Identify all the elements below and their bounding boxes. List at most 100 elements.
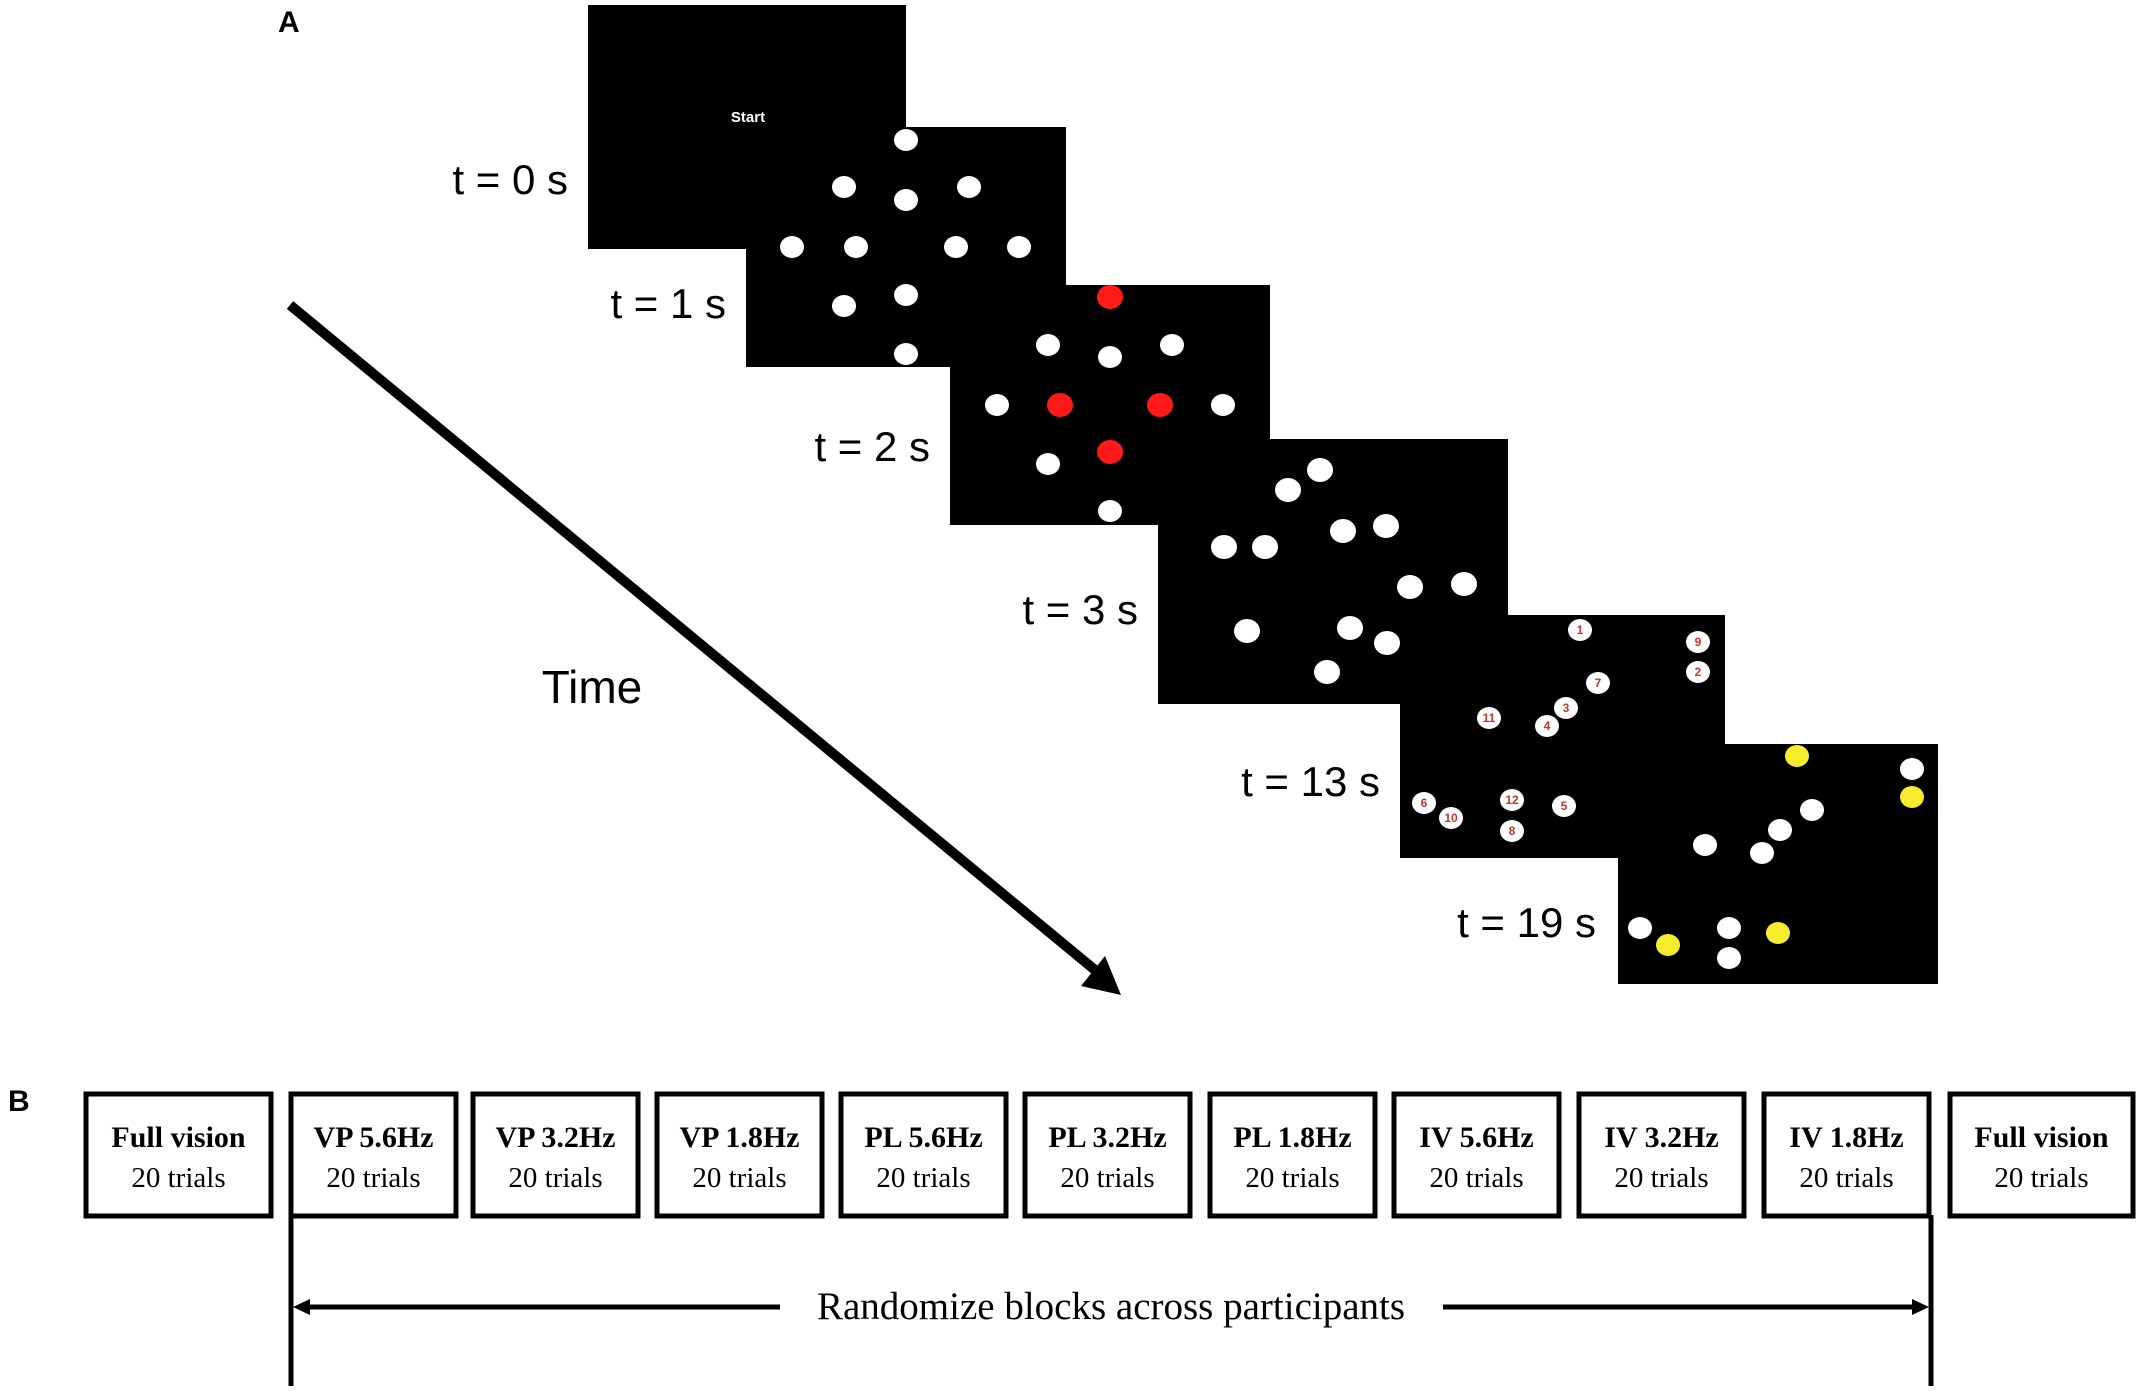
time-label: Time <box>542 661 643 713</box>
numbered-dot <box>1686 661 1710 683</box>
time-arrow: Time <box>286 301 1121 995</box>
block-10: Full vision 20 trials <box>1947 1091 2136 1219</box>
dot <box>832 295 856 317</box>
dot-number: 10 <box>1444 811 1458 825</box>
numbered-dot <box>1500 789 1524 811</box>
block-title: IV 3.2Hz <box>1604 1121 1718 1154</box>
bracket-arrowhead-left <box>293 1299 310 1315</box>
block-box <box>1576 1091 1747 1219</box>
dot-number: 12 <box>1505 793 1519 807</box>
dot-number: 2 <box>1695 665 1702 679</box>
dot <box>1098 500 1122 522</box>
time-arrow-head <box>1081 956 1121 995</box>
block-trials: 20 trials <box>1614 1162 1708 1194</box>
frame-t19: t = 19 s <box>1457 744 1938 984</box>
block-8: IV 3.2Hz 20 trials <box>1576 1091 1747 1219</box>
dot-number: 4 <box>1544 719 1551 733</box>
dot-number: 7 <box>1595 676 1602 690</box>
block-box <box>1022 1091 1193 1219</box>
dot <box>1234 619 1260 643</box>
dot <box>1337 616 1363 640</box>
numbered-dot <box>1554 697 1578 719</box>
block-title: PL 3.2Hz <box>1048 1121 1166 1154</box>
block-title: VP 5.6Hz <box>314 1121 434 1154</box>
dot <box>1900 758 1924 780</box>
block-trials: 20 trials <box>131 1162 225 1194</box>
selected-dot <box>1656 934 1680 956</box>
block-9: IV 1.8Hz 20 trials <box>1761 1091 1932 1219</box>
frame-label-t3: t = 3 s <box>1022 586 1138 633</box>
target-dot <box>1097 440 1123 464</box>
dot <box>944 236 968 258</box>
block-box <box>654 1091 825 1219</box>
frame-t1: t = 1 s <box>610 127 1066 367</box>
block-box <box>470 1091 641 1219</box>
dot <box>957 176 981 198</box>
randomize-label: Randomize blocks across participants <box>817 1285 1405 1328</box>
dot-number: 3 <box>1563 701 1570 715</box>
panel-b-label: B <box>8 1085 30 1118</box>
dot <box>1036 334 1060 356</box>
frame-label-t0: t = 0 s <box>452 156 568 203</box>
numbered-dot <box>1477 707 1501 729</box>
dot <box>1160 334 1184 356</box>
block-title: Full vision <box>111 1121 246 1154</box>
dot <box>1373 514 1399 538</box>
block-trials: 20 trials <box>1799 1162 1893 1194</box>
frame-label-t19: t = 19 s <box>1457 899 1596 946</box>
numbered-dot <box>1412 792 1436 814</box>
block-trials: 20 trials <box>326 1162 420 1194</box>
frame-t13: 1 9 2 7 3 11 4 6 10 12 5 8 t = 13 s <box>1241 615 1725 858</box>
dot <box>1211 535 1237 559</box>
dot <box>894 129 918 151</box>
dot <box>1800 799 1824 821</box>
dot <box>1252 535 1278 559</box>
dot <box>1211 394 1235 416</box>
block-trials: 20 trials <box>876 1162 970 1194</box>
dot <box>894 284 918 306</box>
frame-label-t13: t = 13 s <box>1241 758 1380 805</box>
dot-number: 11 <box>1483 711 1496 725</box>
target-dot <box>1097 285 1123 309</box>
numbered-dot <box>1686 631 1710 653</box>
time-arrow-shaft <box>286 301 1099 974</box>
target-dot <box>1147 393 1173 417</box>
block-sequence: Full vision 20 trials VP 5.6Hz 20 trials VP … <box>83 1091 2136 1219</box>
dot <box>1628 917 1652 939</box>
dot <box>780 236 804 258</box>
numbered-dot <box>1568 619 1592 641</box>
numbered-dot <box>1552 795 1576 817</box>
selected-dot <box>1785 745 1809 767</box>
block-box <box>1391 1091 1562 1219</box>
block-title: IV 1.8Hz <box>1789 1121 1903 1154</box>
dot-number: 6 <box>1421 796 1428 810</box>
block-box <box>1207 1091 1378 1219</box>
numbered-dot <box>1535 715 1559 737</box>
dot-number: 8 <box>1509 824 1516 838</box>
dot <box>832 176 856 198</box>
frame-label-t1: t = 1 s <box>610 280 726 327</box>
start-text: Start <box>731 109 765 126</box>
dot <box>1374 631 1400 655</box>
block-box <box>288 1091 459 1219</box>
numbered-dot <box>1586 672 1610 694</box>
block-title: VP 1.8Hz <box>680 1121 800 1154</box>
dot <box>1275 478 1301 502</box>
block-trials: 20 trials <box>1994 1162 2088 1194</box>
numbered-dot <box>1500 820 1524 842</box>
numbered-dot <box>1439 807 1463 829</box>
block-box <box>83 1091 274 1219</box>
dot <box>1768 819 1792 841</box>
dot <box>1717 917 1741 939</box>
block-trials: 20 trials <box>1060 1162 1154 1194</box>
block-title: IV 5.6Hz <box>1419 1121 1533 1154</box>
block-trials: 20 trials <box>1429 1162 1523 1194</box>
block-title: Full vision <box>1974 1121 2109 1154</box>
block-box <box>838 1091 1009 1219</box>
